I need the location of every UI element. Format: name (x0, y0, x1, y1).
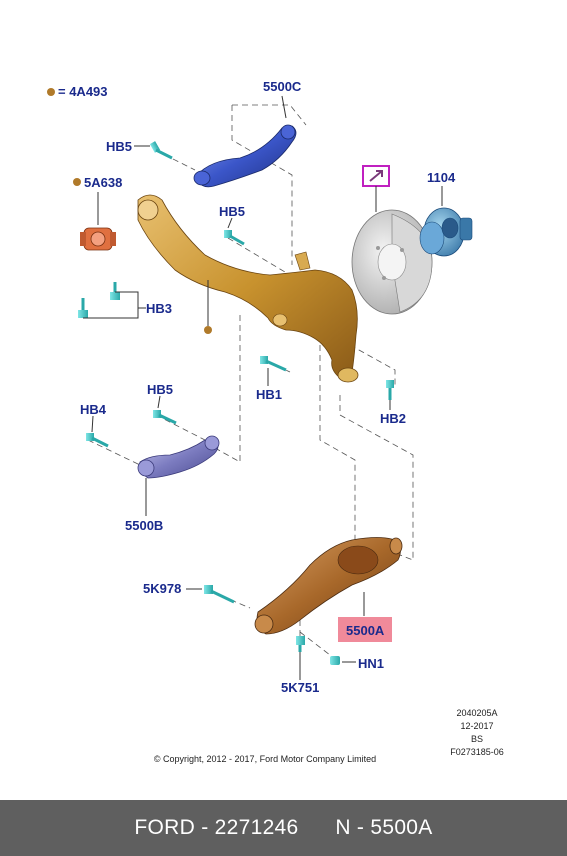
label-hb2: HB2 (380, 411, 406, 426)
meta-ref: F0273185-06 (450, 747, 504, 757)
knuckle-dot-icon (204, 326, 212, 334)
nut-hn1-icon (330, 656, 340, 665)
label-hb1: HB1 (256, 387, 282, 402)
footer-gap (299, 816, 336, 840)
bolt-hb4-icon (86, 433, 109, 448)
brake-shield (351, 209, 433, 315)
upper-arm-5500c (193, 95, 297, 188)
exploded-parts-diagram: = 4A493 (47, 79, 504, 764)
arrow-icon (369, 170, 383, 182)
label-1104: 1104 (427, 170, 456, 185)
meta-date: 12-2017 (460, 721, 493, 731)
bolt-5k978-icon (204, 585, 235, 604)
lower-arm-5500b (137, 435, 220, 516)
part-labels: 5500C HB5 5A638 HB5 HB3 1104 HB1 HB2 HB5… (80, 79, 456, 695)
bushing-dot-icon (73, 178, 81, 186)
label-5500b: 5500B (125, 518, 163, 533)
label-5500a-highlight (338, 617, 392, 642)
bolt-hb3-right-icon (110, 282, 120, 300)
label-hb4: HB4 (80, 402, 107, 417)
bolt-hb5-mid-icon (224, 230, 245, 246)
label-hb5-mid: HB5 (219, 204, 245, 219)
legend-text: = 4A493 (58, 84, 108, 99)
bolt-hb5-top-icon (149, 141, 173, 160)
legend: = 4A493 (47, 84, 108, 99)
label-hn1: HN1 (358, 656, 384, 671)
bushing-5a638 (73, 178, 116, 251)
legend-dot-icon (47, 88, 55, 96)
lower-arm-5500a (254, 537, 403, 635)
bolt-hb3-left-icon (78, 298, 88, 318)
bolt-hb5-low-icon (153, 410, 177, 425)
meta-market: BS (471, 734, 483, 744)
footer-part: N - 5500A (335, 816, 433, 839)
bolts (78, 141, 394, 665)
bolt-hb1-icon (260, 356, 287, 372)
bolt-5k751-icon (296, 636, 305, 652)
label-5k751: 5K751 (281, 680, 319, 695)
label-5500c: 5500C (263, 79, 302, 94)
label-5500a: 5500A (346, 623, 385, 638)
label-5k978: 5K978 (143, 581, 181, 596)
label-5a638: 5A638 (84, 175, 122, 190)
label-hb5-top: HB5 (106, 139, 132, 154)
label-hb5-low: HB5 (147, 382, 173, 397)
footer-brand: FORD - 2271246 (134, 816, 299, 839)
highlight-marker (362, 165, 390, 212)
meta-code: 2040205A (456, 708, 497, 718)
label-hb3: HB3 (146, 301, 172, 316)
wheel-hub-1104 (419, 186, 473, 257)
footer-bar: FORD - 2271246 N - 5500A (0, 800, 567, 856)
reference-meta: 2040205A 12-2017 BS F0273185-06 (450, 708, 504, 757)
bolt-hb2-icon (386, 380, 394, 400)
label-leaders (83, 145, 391, 680)
knuckle (137, 194, 359, 383)
copyright-notice: © Copyright, 2012 - 2017, Ford Motor Com… (154, 754, 376, 764)
